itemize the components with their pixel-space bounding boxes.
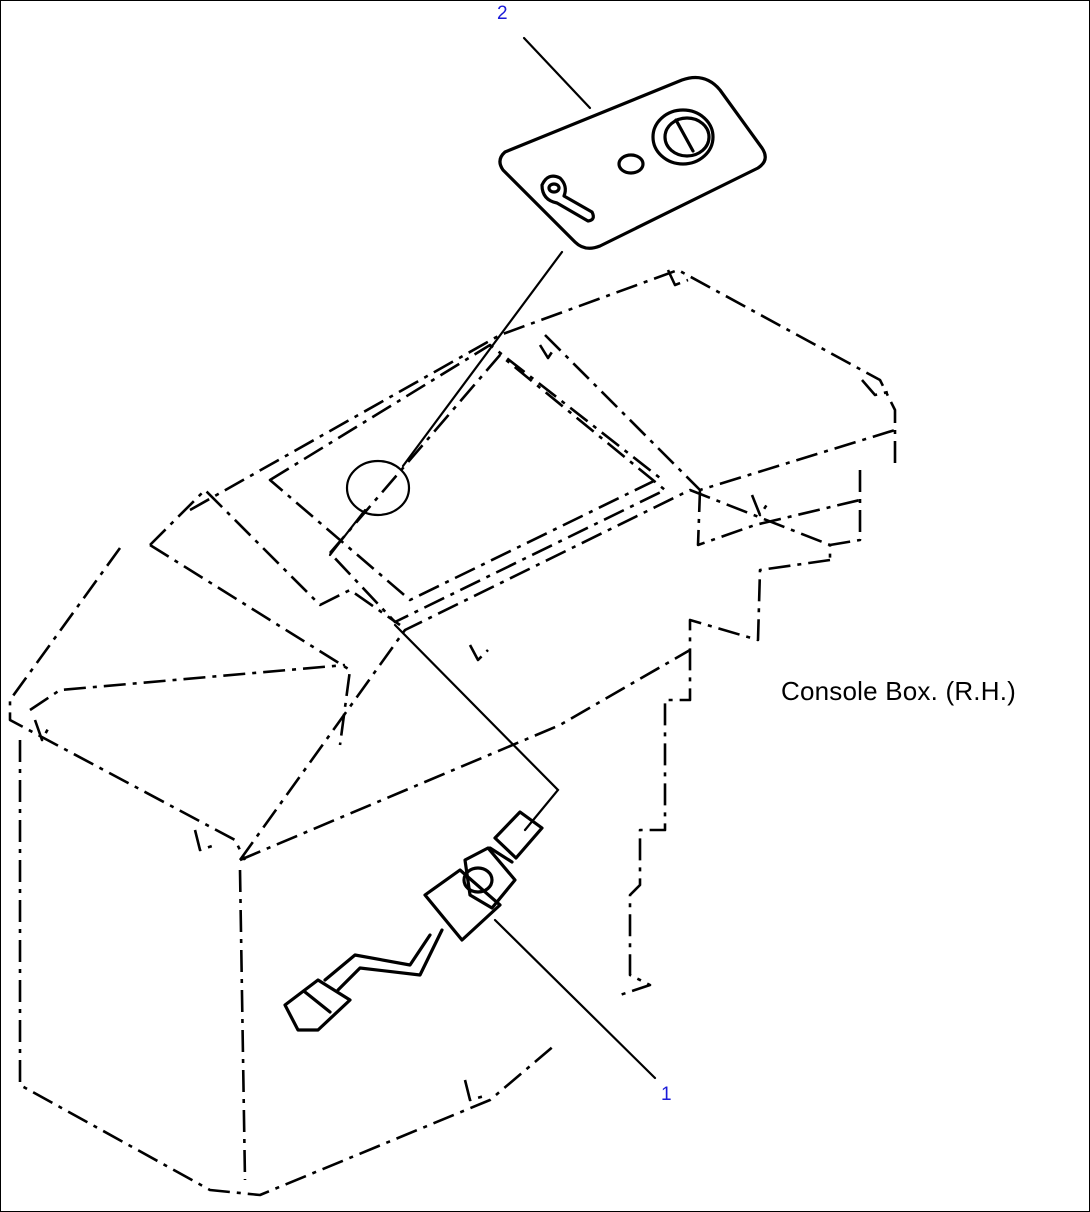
leader-line-1 xyxy=(493,918,657,1080)
plate-to-hole-line xyxy=(401,250,564,468)
installation-hole xyxy=(345,459,411,517)
callout-2: 2 xyxy=(497,3,508,24)
console-box-outline xyxy=(8,268,897,1197)
switch-plate xyxy=(498,76,767,250)
hole-leader xyxy=(328,508,367,557)
wiring-harness xyxy=(283,810,544,1032)
callout-1: 1 xyxy=(661,1084,672,1105)
caption-console-box: Console Box. (R.H.) xyxy=(781,676,1016,706)
harness-route-line xyxy=(393,623,560,832)
leader-line-2 xyxy=(522,36,592,110)
